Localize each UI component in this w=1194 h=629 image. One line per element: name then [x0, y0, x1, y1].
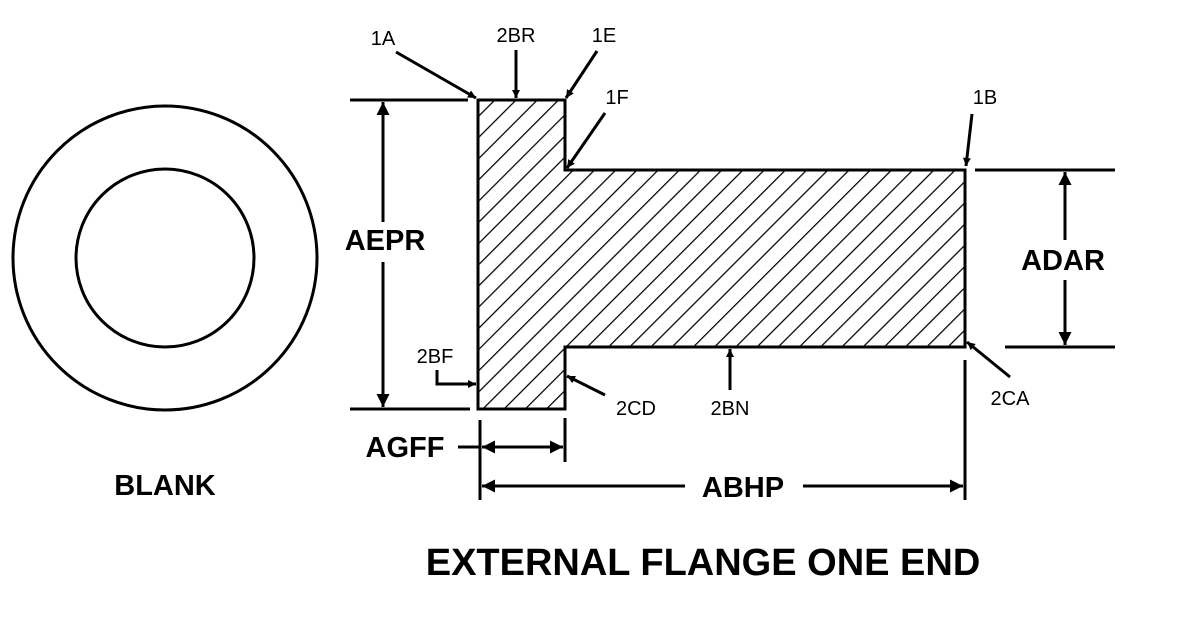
callouts: 1A 2BR 1E 1F 1B 2BF 2CD 2BN 2CA [371, 25, 1030, 420]
dimension-agff: AGFF [366, 418, 567, 500]
flange-section [476, 98, 967, 411]
aepr-label: AEPR [345, 225, 426, 257]
blank-label: BLANK [114, 470, 216, 502]
agff-label: AGFF [366, 432, 445, 464]
callout-2bn: 2BN [711, 398, 750, 420]
dimension-aepr: AEPR [345, 98, 470, 411]
blank-inner-circle [74, 167, 256, 349]
callout-2br: 2BR [497, 25, 536, 47]
adar-label: ADAR [1021, 245, 1105, 277]
callout-2bf: 2BF [417, 346, 454, 368]
blank-outer-circle [11, 104, 319, 412]
callout-1a: 1A [371, 28, 396, 50]
callout-2cd: 2CD [616, 398, 656, 420]
diagram-title: EXTERNAL FLANGE ONE END [426, 542, 981, 584]
callout-1b: 1B [973, 87, 997, 109]
abhp-label: ABHP [702, 472, 784, 504]
callout-2ca: 2CA [991, 388, 1031, 410]
callout-1e: 1E [592, 25, 616, 47]
dimension-abhp: ABHP [482, 360, 967, 504]
blank-view: BLANK [11, 104, 319, 502]
dimension-adar: ADAR [975, 168, 1115, 349]
callout-1f: 1F [605, 87, 628, 109]
